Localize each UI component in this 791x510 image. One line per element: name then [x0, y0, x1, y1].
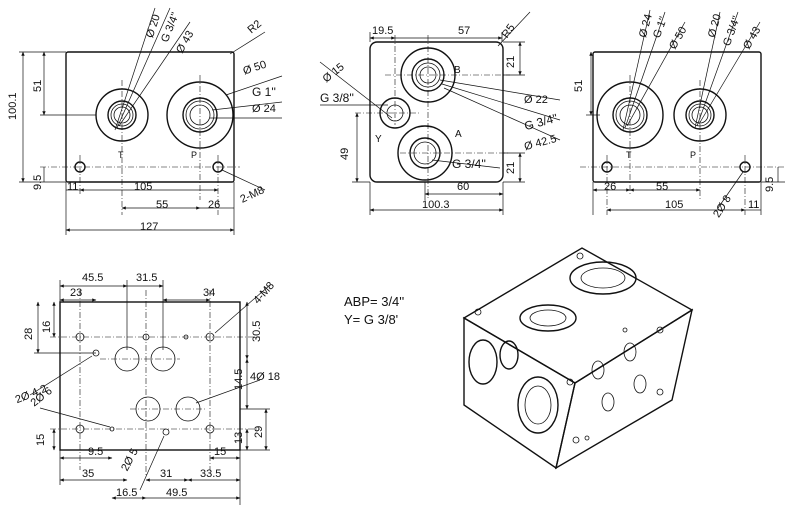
label-p: P — [191, 150, 198, 160]
dim-105-r: 105 — [665, 199, 684, 211]
dim-45-5: 45.5 — [82, 272, 104, 284]
port-p-outer: Ø 50 — [241, 58, 268, 78]
dim-26: 26 — [208, 199, 221, 211]
dim-55-r: 55 — [656, 181, 669, 193]
port-p-outer-r: Ø 43 — [741, 24, 764, 52]
port-p-thread-r: G 3/4'' — [721, 14, 743, 48]
dim-127: 127 — [140, 221, 159, 233]
dim-28: 28 — [23, 327, 35, 340]
note-y: Y= G 3/8' — [344, 312, 399, 327]
dim-57: 57 — [458, 25, 471, 37]
top-view-center — [319, 11, 561, 215]
dim-49-5: 49.5 — [166, 487, 188, 499]
dim-11-r: 11 — [748, 199, 760, 211]
dim-19-5: 19.5 — [372, 25, 394, 37]
front-view-left — [19, 7, 283, 235]
label-y: Y — [375, 134, 382, 145]
label-a: A — [455, 129, 462, 140]
mount-m8: 2-M8 — [238, 184, 267, 206]
label-p-r: P — [690, 150, 697, 160]
dim-21-bottom: 21 — [505, 161, 517, 174]
dim-15-b: 15 — [214, 446, 227, 458]
dim-31: 31 — [160, 468, 173, 480]
port-y-dia: Ø 15 — [320, 61, 347, 86]
dim-31-5: 31.5 — [136, 272, 158, 284]
label-b: B — [454, 65, 461, 76]
dim-9-5: 9.5 — [32, 174, 44, 190]
port-b-outer: Ø 42.5 — [522, 132, 558, 154]
port-b-thread: G 3/4'' — [522, 110, 560, 134]
port-y-thread: G 3/8'' — [320, 91, 354, 105]
dim-33-5: 33.5 — [200, 468, 222, 480]
dim-34: 34 — [203, 287, 216, 299]
dim-21-top: 21 — [505, 55, 517, 68]
dia-4-18: 4Ø 18 — [250, 371, 280, 383]
port-t-thread-r: G 1'' — [651, 15, 670, 40]
note-abp: ABP= 3/4'' — [344, 294, 405, 309]
port-t-outer: Ø 43 — [174, 28, 197, 56]
dim-9-5-b: 9.5 — [88, 446, 104, 458]
dim-51-r: 51 — [573, 79, 585, 92]
dim-35: 35 — [82, 468, 95, 480]
radius-r5: R5 — [499, 22, 518, 41]
port-a-thread: G 3/4'' — [452, 157, 486, 171]
back-view-right — [580, 9, 785, 215]
dim-13: 13 — [233, 431, 245, 444]
dim-11: 11 — [67, 181, 79, 193]
dim-55: 55 — [156, 199, 169, 211]
dim-30-5: 30.5 — [251, 320, 263, 342]
dim-26-r: 26 — [604, 181, 617, 193]
port-p-thread: G 1'' — [252, 85, 276, 99]
dim-9-5-r: 9.5 — [764, 176, 776, 192]
port-b-dia: Ø 22 — [524, 94, 548, 106]
dim-60: 60 — [457, 181, 470, 193]
dim-29: 29 — [253, 425, 265, 438]
dim-height: 100.1 — [7, 92, 19, 120]
dim-105: 105 — [134, 181, 153, 193]
dim-100-3: 100.3 — [422, 199, 450, 211]
dim-14-5: 14.5 — [233, 368, 245, 390]
side-view-bottom — [29, 280, 271, 505]
dim-16: 16 — [41, 320, 53, 333]
mount-dia-8: 2Ø 8 — [711, 193, 734, 220]
port-p-dia-r: Ø 20 — [706, 12, 724, 39]
label-t: T — [118, 150, 124, 160]
mount-4-m8: 4-M8 — [251, 279, 278, 307]
dim-top: 51 — [32, 79, 44, 92]
radius-r2: R2 — [245, 18, 264, 37]
dia-2-5: 2Ø 5 — [119, 446, 141, 474]
dim-16-5: 16.5 — [116, 487, 138, 499]
dim-23: 23 — [70, 287, 83, 299]
port-t-outer-r: Ø 50 — [667, 24, 690, 52]
isometric-block — [462, 247, 694, 470]
port-p-dia: Ø 24 — [252, 103, 276, 115]
dim-49: 49 — [339, 147, 351, 160]
label-t-r: T — [626, 150, 632, 160]
dim-15-left: 15 — [35, 433, 47, 446]
